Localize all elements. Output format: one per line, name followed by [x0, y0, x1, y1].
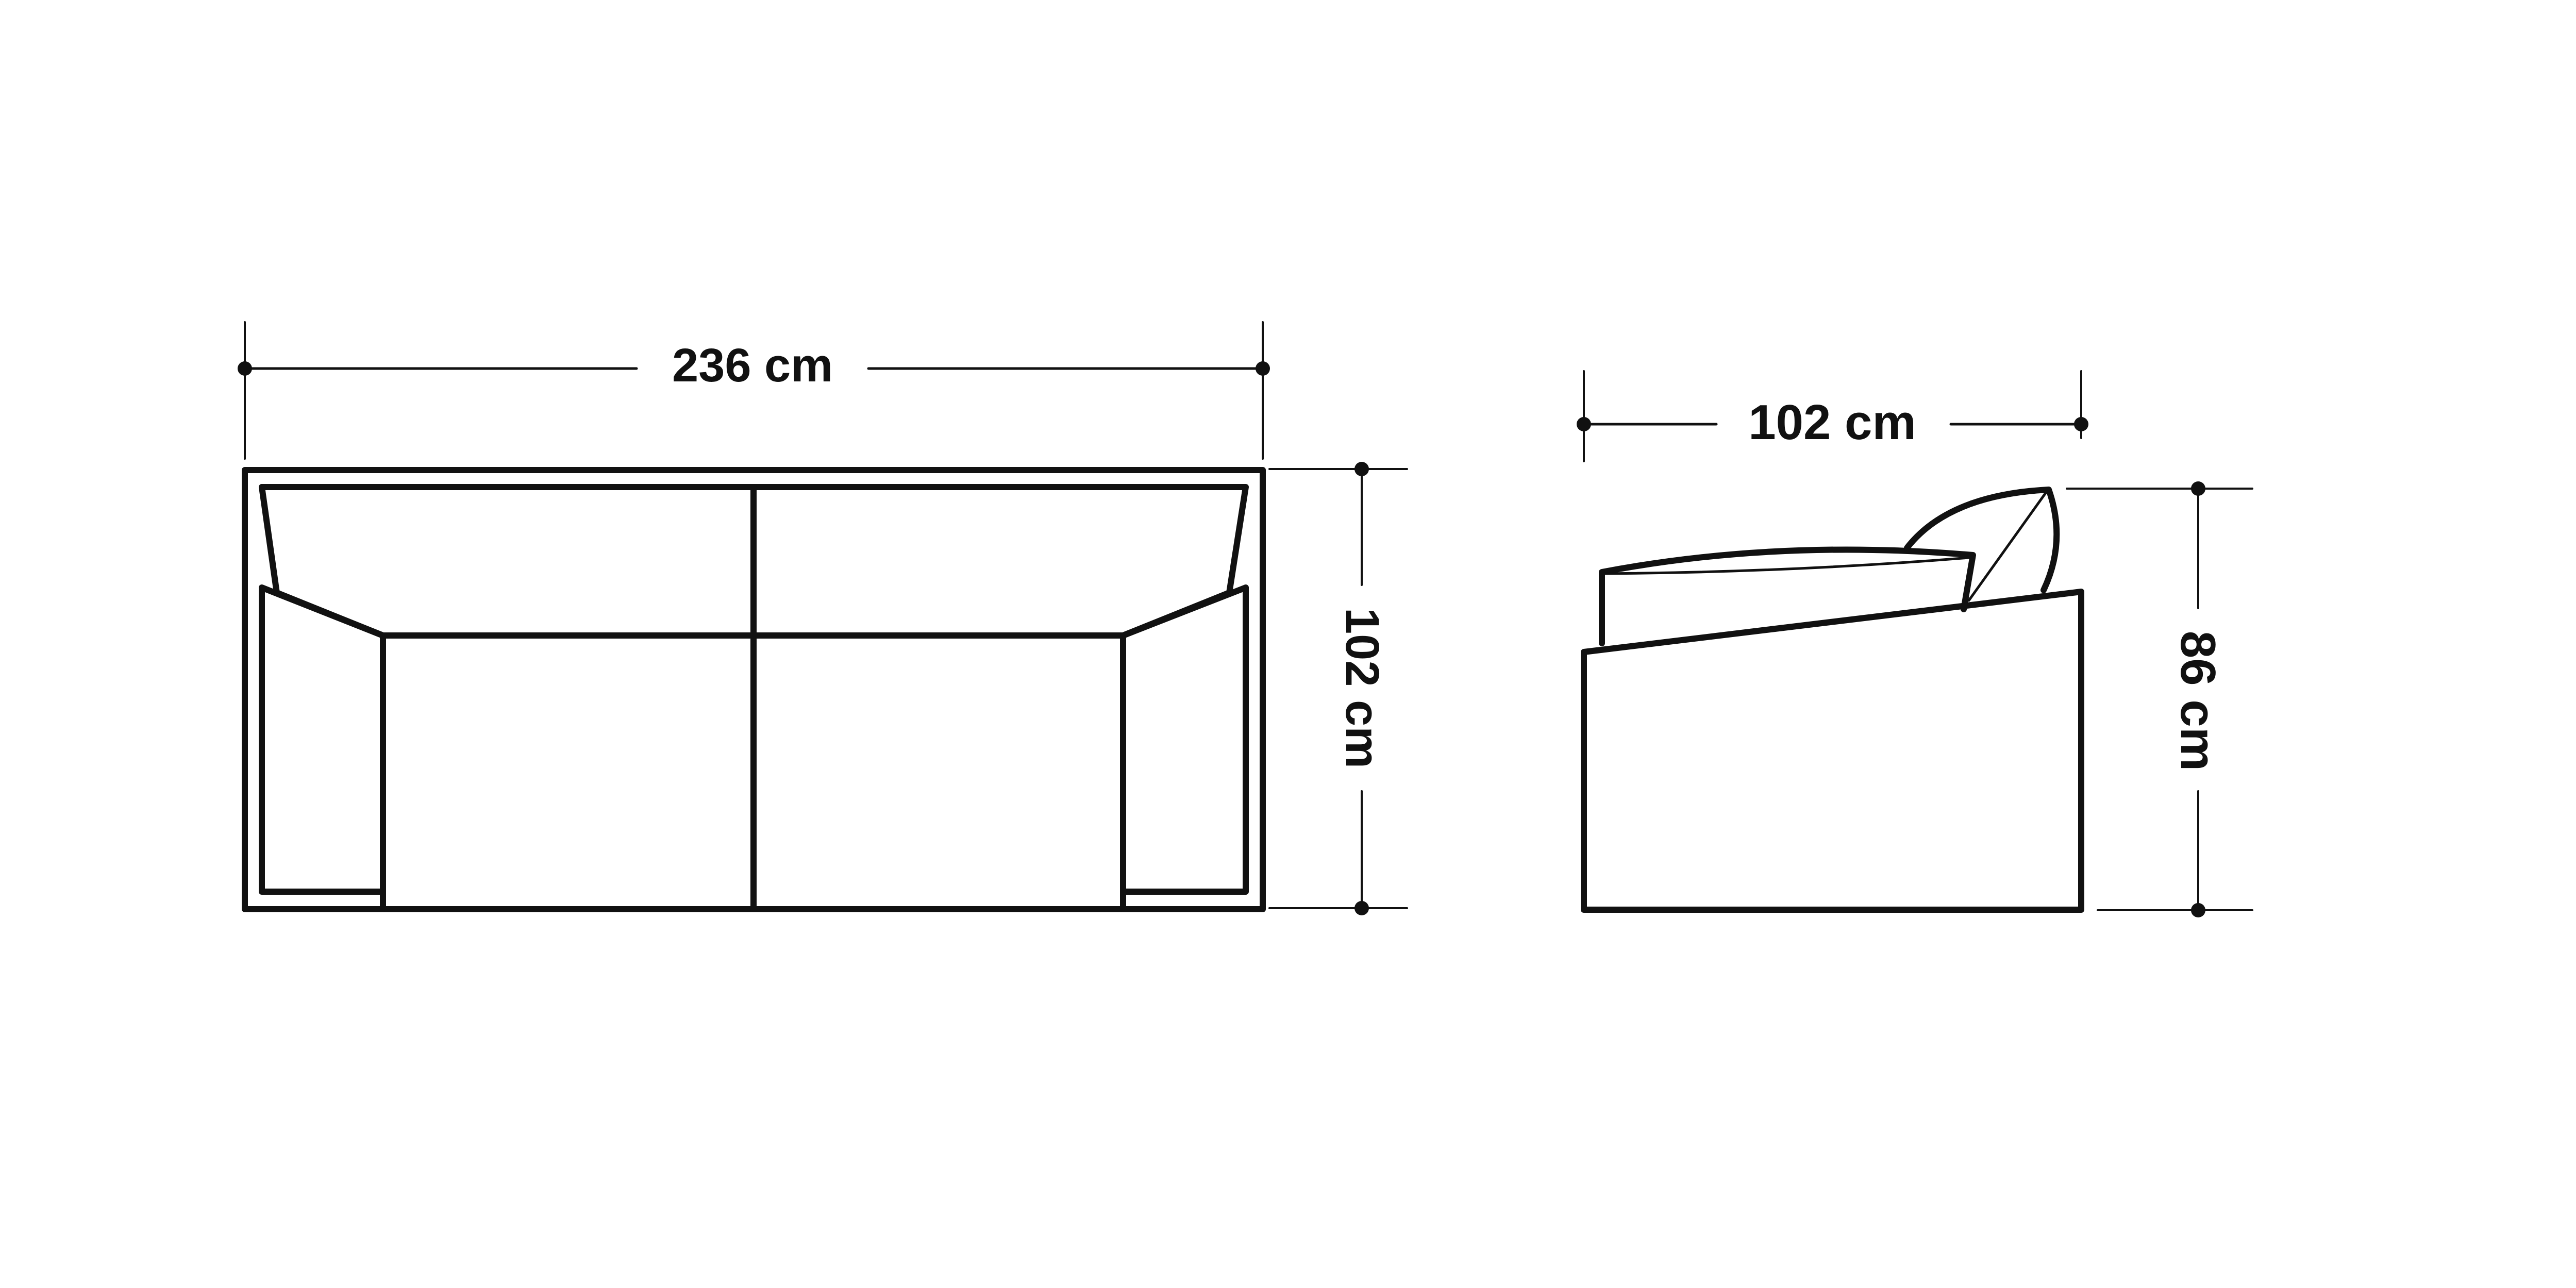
side-base [1581, 589, 2084, 913]
width-dimension-line [238, 321, 1270, 460]
seat-cushion [1599, 546, 1976, 646]
side-view [1577, 370, 2253, 917]
height-label: 86 cm [2170, 631, 2226, 771]
front-view [238, 321, 1408, 915]
right-arm [1120, 584, 1249, 912]
front-depth-dimension-line [1268, 462, 1408, 915]
height-dimension-line [2066, 481, 2253, 917]
width-label: 236 cm [672, 339, 833, 392]
back-pillow [1904, 487, 2060, 593]
left-arm [259, 584, 386, 912]
front-depth-label: 102 cm [1336, 608, 1389, 768]
side-depth-dimension-line [1577, 370, 2088, 462]
side-depth-label: 102 cm [1748, 395, 1916, 450]
